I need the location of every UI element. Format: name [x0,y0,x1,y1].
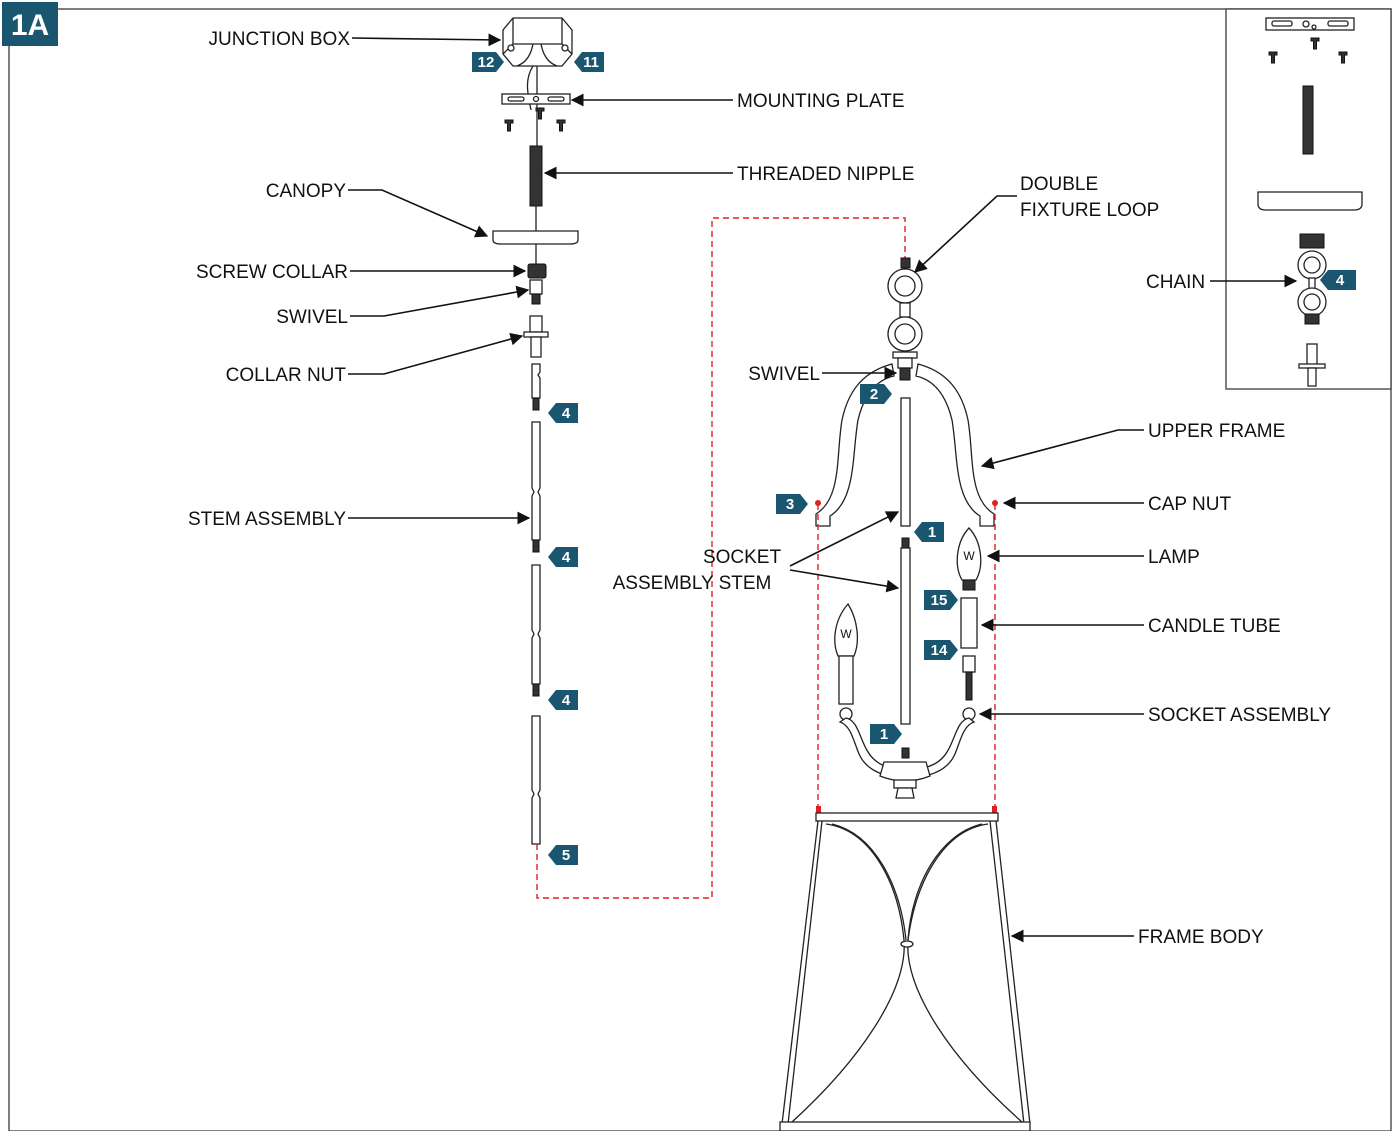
label-cap-nut: CAP NUT [1148,494,1231,515]
svg-text:2: 2 [870,386,878,403]
label-junction-box: JUNCTION BOX [209,29,351,50]
cap-nut-left [815,500,821,506]
label-mounting-plate: MOUNTING PLATE [737,91,905,112]
step-badge-stem-a: 4 [548,403,578,423]
swivel-left [529,279,543,305]
label-socket-assembly-stem-2: ASSEMBLY STEM [613,573,772,594]
leader-double-fixture-loop [914,195,1017,273]
step-badge-swivel: 2 [860,384,892,404]
mounting-plate [501,93,571,105]
upper-frame [815,363,995,527]
svg-text:12: 12 [478,54,495,71]
label-swivel-right: SWIVEL [748,364,820,385]
collar-nut [523,315,549,358]
screw-collar [527,263,547,279]
lamp-left: W [834,602,859,721]
label-socket-assembly-stem-1: SOCKET [703,547,782,568]
junction-box [502,17,573,67]
step-badge-lamp: 15 [924,590,958,610]
step-badge-stem-bottom: 1 [870,724,902,744]
leader-collar-nut [348,332,524,375]
diagram-border [8,8,1392,1131]
label-chain: CHAIN [1146,272,1205,293]
svg-text:4: 4 [562,692,571,709]
lower-arms [838,717,976,799]
step-badge-11: 11 [574,52,604,72]
socket-assembly [962,655,976,721]
lamp-left-mark: W [840,627,852,641]
svg-text:14: 14 [931,642,948,659]
leader-upper-frame [980,429,1144,470]
leader-junction-box [351,33,502,47]
svg-text:4: 4 [1336,272,1345,289]
mounting-screws [504,107,566,132]
frame-post-right [992,806,997,814]
step-badge-12: 12 [472,52,504,72]
label-threaded-nipple: THREADED NIPPLE [737,164,914,185]
threaded-nipple [529,145,543,207]
socket-assembly-stem-upper [900,397,911,549]
figure-label: 1A [11,9,49,42]
label-stem-assembly: STEM ASSEMBLY [188,509,346,530]
svg-text:11: 11 [583,54,599,71]
label-swivel-left: SWIVEL [276,307,348,328]
svg-text:4: 4 [562,405,571,422]
lamp-right-mark: W [963,549,975,563]
canopy [492,230,579,245]
svg-text:4: 4 [562,549,571,566]
label-screw-collar: SCREW COLLAR [196,262,348,283]
svg-text:3: 3 [786,496,794,513]
step-badge-stem-c: 4 [548,690,578,710]
svg-text:1: 1 [880,726,888,743]
step-badge-stem-d: 5 [548,845,578,865]
stem-segments [531,363,541,845]
label-upper-frame: UPPER FRAME [1148,421,1285,442]
socket-assembly-stem-lower [900,547,911,759]
leader-swivel-left [350,285,530,317]
label-double-fixture-loop-1: DOUBLE [1020,174,1098,195]
label-collar-nut: COLLAR NUT [226,365,347,386]
candle-tube [960,597,978,649]
step-badge-chain: 4 [1320,270,1356,290]
leader-canopy [348,189,489,238]
step-badge-stem-b: 4 [548,547,578,567]
cap-nut-right [992,500,998,506]
label-frame-body: FRAME BODY [1138,927,1264,948]
step-badge-cap-nut: 3 [776,494,808,514]
step-badge-stem-top: 1 [914,522,944,542]
leader-socket-assembly-stem-upper [789,511,900,567]
step-badge-tube: 14 [924,640,958,660]
frame-body [779,812,1031,1131]
label-candle-tube: CANDLE TUBE [1148,616,1281,637]
svg-text:5: 5 [562,847,570,864]
label-canopy: CANOPY [266,181,347,202]
guide-line-stem [536,217,906,899]
svg-text:15: 15 [931,592,948,609]
figure-badge: 1A [2,2,58,46]
label-double-fixture-loop-2: FIXTURE LOOP [1020,200,1159,221]
double-fixture-loop [887,257,923,352]
lamp-right: W [956,527,982,591]
svg-text:1: 1 [928,524,936,541]
chain-inset [1225,8,1392,390]
swivel-right [892,351,918,381]
label-lamp: LAMP [1148,547,1200,568]
label-socket-assembly: SOCKET ASSEMBLY [1148,705,1331,726]
frame-post-left [816,806,821,814]
leader-socket-assembly-stem-lower [789,569,900,593]
